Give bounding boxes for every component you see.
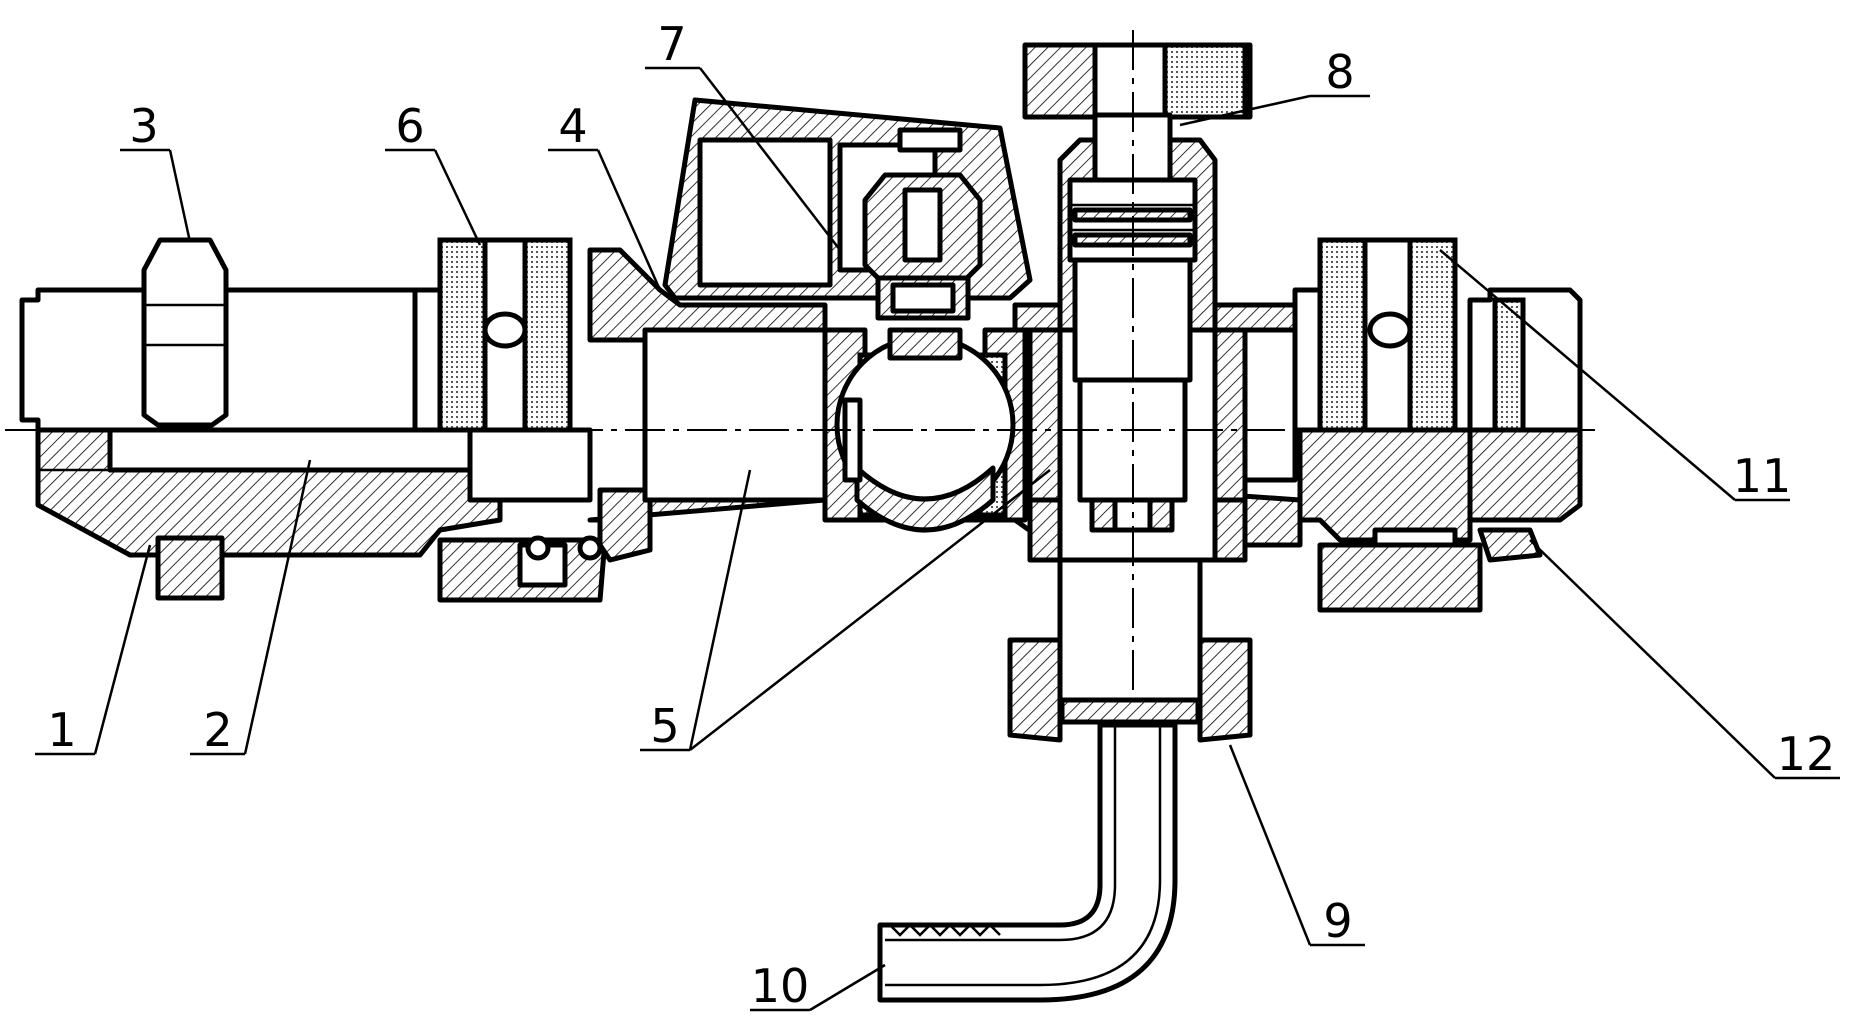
- callout-10: 10: [751, 959, 810, 1013]
- drain-valve-knob: [1025, 45, 1250, 117]
- callout-12: 12: [1777, 727, 1836, 781]
- callout-6: 6: [395, 99, 424, 153]
- right-end-nipple: [1470, 290, 1580, 560]
- callout-3: 3: [129, 99, 158, 153]
- lock-nut: [144, 240, 226, 598]
- callout-7: 7: [657, 17, 686, 71]
- hose-barb-elbow: [880, 725, 1175, 1000]
- right-union-coupling: [1295, 240, 1480, 610]
- callout-5: 5: [650, 699, 679, 753]
- callout-8: 8: [1325, 45, 1354, 99]
- ball-valve-stem: [865, 175, 980, 318]
- callout-11: 11: [1733, 449, 1792, 503]
- callout-4: 4: [558, 99, 587, 153]
- callout-1: 1: [47, 703, 76, 757]
- callout-9: 9: [1323, 894, 1352, 948]
- left-union-coupling: [415, 240, 605, 600]
- callout-2: 2: [203, 703, 232, 757]
- drain-union-nut: [1010, 560, 1250, 740]
